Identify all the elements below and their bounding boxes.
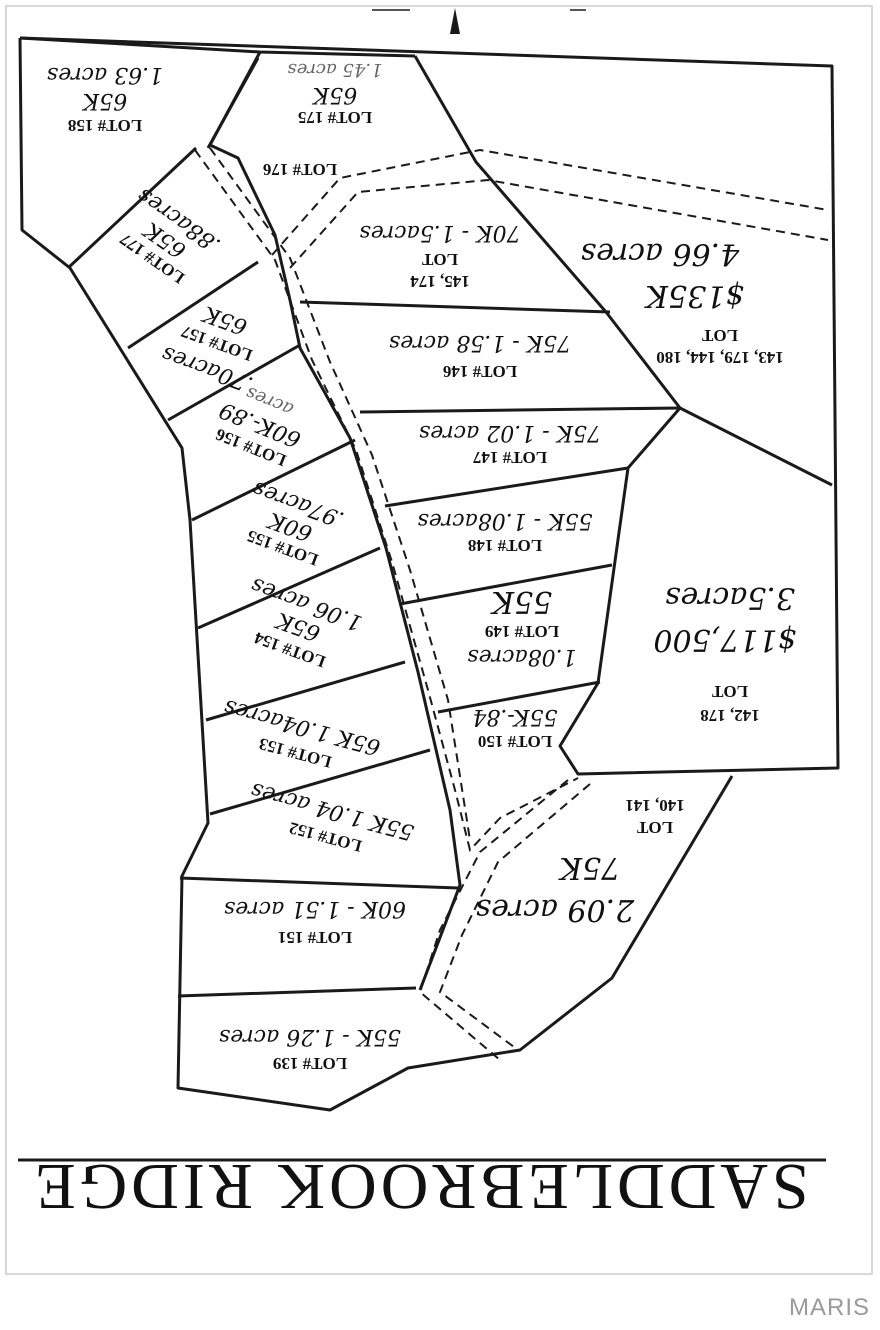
svg-text:LOT: LOT — [701, 326, 738, 345]
lot-label-176: LOT# 176 — [263, 160, 337, 179]
svg-text:55K - 1.08acres: 55K - 1.08acres — [417, 508, 592, 533]
subdivision-title: SADDLEBROOK RIDGE — [31, 1150, 809, 1223]
lot-label-175: LOT# 175 65K 1.45 acres — [287, 59, 382, 127]
lot-label-158: LOT# 158 65K 1.63 acres — [47, 62, 163, 135]
line-157-top — [127, 260, 259, 350]
line-149-150 — [437, 680, 601, 714]
svg-text:3.5acres: 3.5acres — [665, 580, 795, 615]
svg-text:55K - 1.26 acres: 55K - 1.26 acres — [219, 1024, 401, 1049]
line-158-175 — [206, 57, 260, 149]
svg-text:1.45 acres: 1.45 acres — [287, 59, 382, 80]
line-153-top — [205, 660, 406, 722]
line-139-top — [177, 986, 417, 998]
lot-label-142-178: 142, 178 LOT $117,500 3.5acres — [653, 580, 796, 725]
line-156-top — [167, 343, 301, 422]
road-centerline-east — [209, 147, 471, 841]
svg-text:LOT# 148: LOT# 148 — [468, 536, 542, 555]
svg-text:LOT: LOT — [421, 250, 458, 269]
lot-label-139: LOT# 139 55K - 1.26 acres — [219, 1024, 401, 1073]
road-south-a — [418, 779, 569, 1061]
lot-boundary-north — [19, 36, 416, 58]
north-arrow-icon — [372, 8, 586, 34]
road-easement — [194, 147, 829, 1061]
svg-text:LOT# 176: LOT# 176 — [263, 160, 337, 179]
svg-text:55K-.84: 55K-.84 — [472, 704, 557, 729]
svg-text:LOT: LOT — [636, 818, 673, 837]
lot-label-148: LOT# 148 55K - 1.08acres — [417, 508, 592, 555]
svg-text:65K: 65K — [81, 88, 127, 113]
line-152-top — [209, 748, 431, 816]
lot-label-150: LOT# 150 55K-.84 — [472, 704, 557, 751]
line-143-142 — [679, 406, 833, 487]
svg-text:LOT# 146: LOT# 146 — [443, 362, 517, 381]
lot-label-146: LOT# 146 75K - 1.58 acres — [389, 330, 571, 381]
lot-label-151: LOT# 151 60K - 1.51 acres — [224, 896, 406, 947]
svg-text:LOT: LOT — [711, 682, 748, 701]
svg-text:LOT# 139: LOT# 139 — [273, 1054, 347, 1073]
svg-text:55K: 55K — [490, 584, 552, 619]
road-centerline-west — [194, 149, 579, 853]
line-147-148 — [384, 466, 629, 508]
svg-text:LOT# 149: LOT# 149 — [485, 622, 559, 641]
svg-text:2.09 acres: 2.09 acres — [476, 892, 636, 927]
svg-text:1.63 acres: 1.63 acres — [47, 62, 163, 87]
line-145-146 — [299, 300, 611, 314]
svg-text:LOT# 175: LOT# 175 — [298, 108, 372, 127]
svg-text:LOT# 150: LOT# 150 — [478, 732, 552, 751]
svg-text:$117,500: $117,500 — [653, 622, 796, 657]
maris-watermark: MARIS — [788, 1294, 870, 1321]
svg-text:143, 179, 144, 180: 143, 179, 144, 180 — [656, 348, 784, 367]
svg-text:60K - 1.51 acres: 60K - 1.51 acres — [224, 896, 406, 921]
road-south-b — [438, 783, 591, 1051]
lot-label-147: LOT# 147 75K - 1.02 acres — [419, 420, 601, 467]
line-148-149 — [399, 563, 613, 606]
line-151-top — [179, 876, 459, 890]
svg-text:$135K: $135K — [644, 278, 744, 313]
svg-text:4.66 acres: 4.66 acres — [581, 236, 741, 271]
line-154-top — [197, 546, 381, 630]
svg-text:142, 178: 142, 178 — [700, 706, 760, 725]
lot-boundary-road-west — [208, 51, 462, 991]
svg-text:75K - 1.58 acres: 75K - 1.58 acres — [389, 330, 571, 355]
svg-text:LOT# 151: LOT# 151 — [278, 928, 352, 947]
svg-text:LOT# 158: LOT# 158 — [68, 116, 142, 135]
svg-text:70K - 1.5acres: 70K - 1.5acres — [359, 220, 520, 245]
svg-text:LOT# 147: LOT# 147 — [472, 448, 547, 467]
lot-label-145-174: 145, 174 LOT 70K - 1.5acres — [359, 220, 520, 291]
svg-text:140, 141: 140, 141 — [625, 796, 685, 815]
svg-text:145, 174: 145, 174 — [410, 272, 470, 291]
road-top-b — [289, 178, 829, 269]
svg-text:1.08acres: 1.08acres — [467, 644, 576, 669]
line-155-top — [191, 438, 356, 522]
svg-text:75K: 75K — [558, 850, 620, 885]
lot-label-140-141: LOT 140, 141 75K 2.09 acres — [476, 796, 685, 927]
line-177-top — [66, 146, 198, 270]
svg-text:75K - 1.02 acres: 75K - 1.02 acres — [419, 420, 601, 445]
lot-label-149: 1.08acres LOT# 149 55K — [467, 584, 576, 669]
lot-label-143-179-144-180: 143, 179, 144, 180 LOT $135K 4.66 acres — [581, 236, 784, 367]
line-146-147 — [359, 406, 681, 414]
lot-boundaries — [18, 36, 840, 1112]
svg-text:65K: 65K — [311, 82, 357, 107]
road-top-a — [271, 148, 829, 256]
